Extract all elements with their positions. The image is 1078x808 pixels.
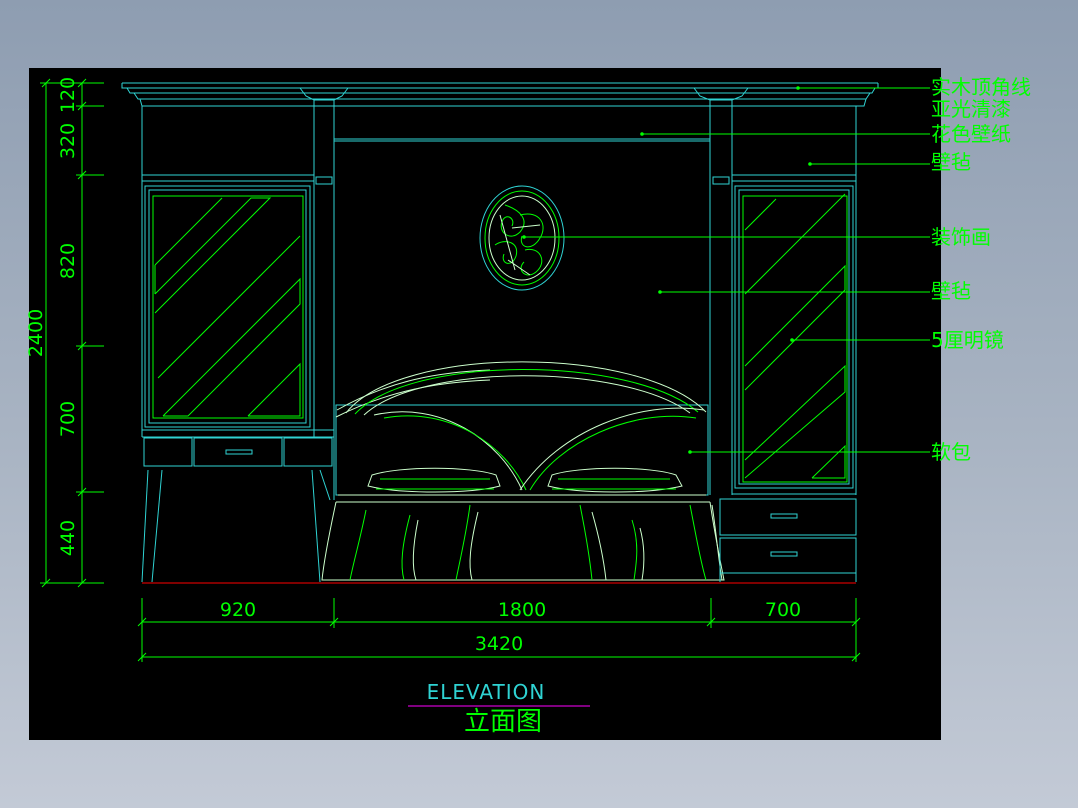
annotation-upholstery: 软包 (931, 440, 971, 464)
dim-total-width: 3420 (475, 633, 523, 655)
center-wall (334, 106, 711, 495)
title-chinese: 立面图 (464, 707, 542, 737)
left-drawers (141, 437, 333, 583)
annotation-matte-varnish: 亚光清漆 (931, 97, 1011, 121)
dim-total-height: 2400 (25, 309, 47, 357)
dim-700: 700 (57, 401, 79, 437)
pillows (367, 467, 683, 493)
dim-820: 820 (57, 243, 79, 279)
crown-molding (121, 82, 879, 107)
annotation-crown-molding: 实木顶角线 (931, 75, 1031, 99)
bed-skirt (321, 494, 725, 581)
annotation-wall-felt-top: 壁毡 (931, 150, 971, 174)
right-drawers (719, 498, 857, 582)
annotation-wall-felt: 壁毡 (931, 279, 971, 303)
title-english: ELEVATION (427, 680, 546, 704)
dim-920: 920 (220, 599, 256, 621)
right-cabinet (712, 106, 857, 495)
decorative-painting (479, 185, 565, 291)
cad-drawing-canvas: 120 320 820 700 440 2400 920 1800 700 34… (25, 68, 1031, 740)
dim-320: 320 (57, 123, 79, 159)
dim-1800: 1800 (498, 599, 546, 621)
column-capitals (299, 87, 749, 106)
left-mirror-panel (152, 195, 304, 419)
dim-700-width: 700 (765, 599, 801, 621)
annotation-leaders (524, 87, 930, 453)
annotation-painting: 装饰画 (931, 225, 991, 249)
annotation-leader-dots (522, 86, 812, 454)
annotation-mirror: 5厘明镜 (931, 328, 1004, 352)
left-cabinet (141, 106, 335, 500)
horizontal-dimension-lines (137, 598, 861, 662)
dim-440: 440 (57, 520, 79, 556)
annotation-wallpaper: 花色壁纸 (931, 122, 1011, 146)
dim-120: 120 (57, 77, 79, 113)
vertical-dimension-lines (40, 78, 104, 588)
headboard (335, 361, 709, 496)
